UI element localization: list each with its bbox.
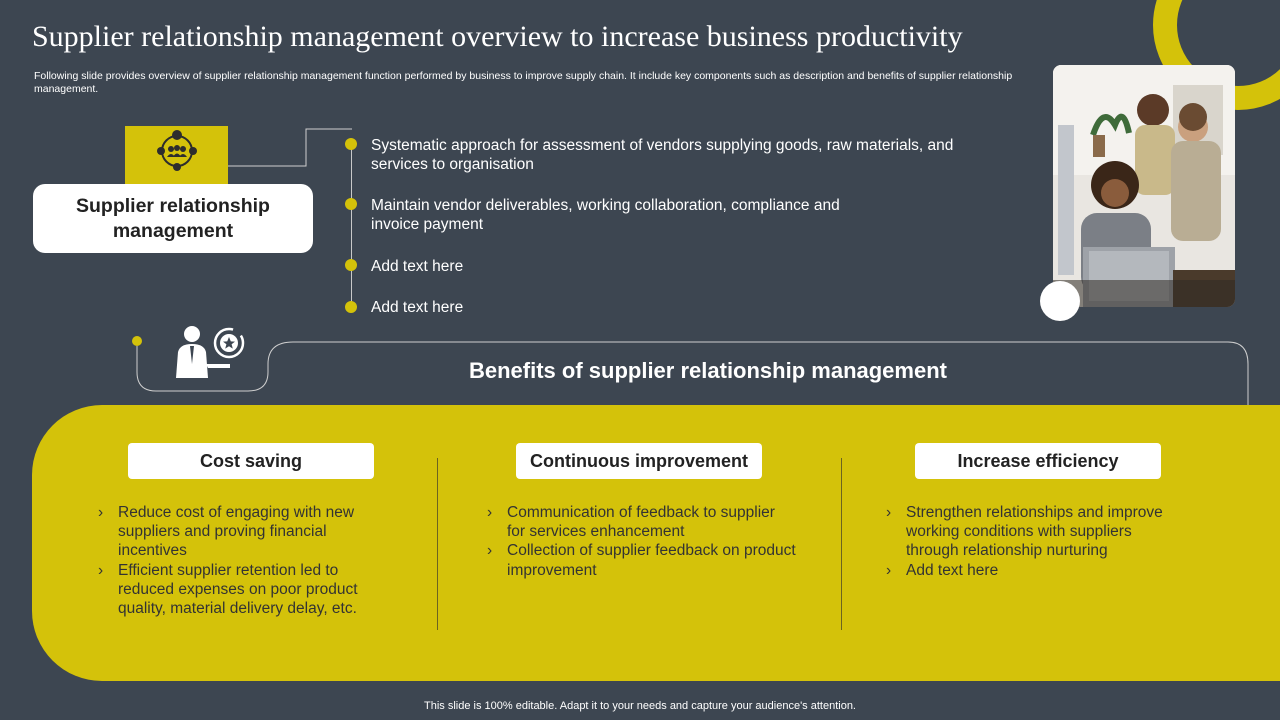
- supplier-network-icon: [157, 130, 197, 171]
- list-item: Efficient supplier retention led to redu…: [98, 561, 388, 619]
- decorative-dot: [1040, 281, 1080, 321]
- srm-icon-tab: [125, 126, 228, 188]
- description-bullet-3: Add text here: [371, 258, 464, 275]
- list-item: Add text here: [886, 561, 1186, 580]
- benefit-list-continuous-improvement: Communication of feedback to supplier fo…: [487, 503, 797, 580]
- column-divider: [841, 458, 842, 630]
- businessman-star-icon: [176, 326, 245, 378]
- bullet-dot: [345, 259, 357, 271]
- slide-title: Supplier relationship management overvie…: [32, 20, 963, 53]
- benefit-heading-increase-efficiency: Increase efficiency: [915, 443, 1161, 479]
- bullet-dot: [345, 138, 357, 150]
- list-item: Reduce cost of engaging with new supplie…: [98, 503, 388, 561]
- bullet-timeline: [351, 143, 352, 308]
- list-item: Strengthen relationships and improve wor…: [886, 503, 1186, 561]
- team-photo: [1053, 65, 1235, 307]
- column-divider: [437, 458, 438, 630]
- list-item: Communication of feedback to supplier fo…: [487, 503, 797, 541]
- description-bullet-2: Maintain vendor deliverables, working co…: [371, 197, 840, 233]
- benefit-list-increase-efficiency: Strengthen relationships and improve wor…: [886, 503, 1186, 580]
- footer-note: This slide is 100% editable. Adapt it to…: [424, 700, 856, 712]
- benefits-header-outline: [132, 336, 1249, 408]
- description-bullet-1: Systematic approach for assessment of ve…: [371, 137, 954, 173]
- srm-label: Supplier relationship management: [33, 184, 313, 253]
- bullet-dot: [345, 301, 357, 313]
- benefit-heading-continuous-improvement: Continuous improvement: [516, 443, 762, 479]
- benefits-title: Benefits of supplier relationship manage…: [469, 358, 947, 383]
- description-bullet-4: Add text here: [371, 299, 464, 316]
- slide-subtitle: Following slide provides overview of sup…: [34, 70, 1013, 95]
- list-item: Collection of supplier feedback on produ…: [487, 541, 797, 579]
- connector-line: [228, 128, 352, 167]
- benefit-heading-cost-saving: Cost saving: [128, 443, 374, 479]
- bullet-dot: [345, 198, 357, 210]
- benefit-list-cost-saving: Reduce cost of engaging with new supplie…: [98, 503, 388, 618]
